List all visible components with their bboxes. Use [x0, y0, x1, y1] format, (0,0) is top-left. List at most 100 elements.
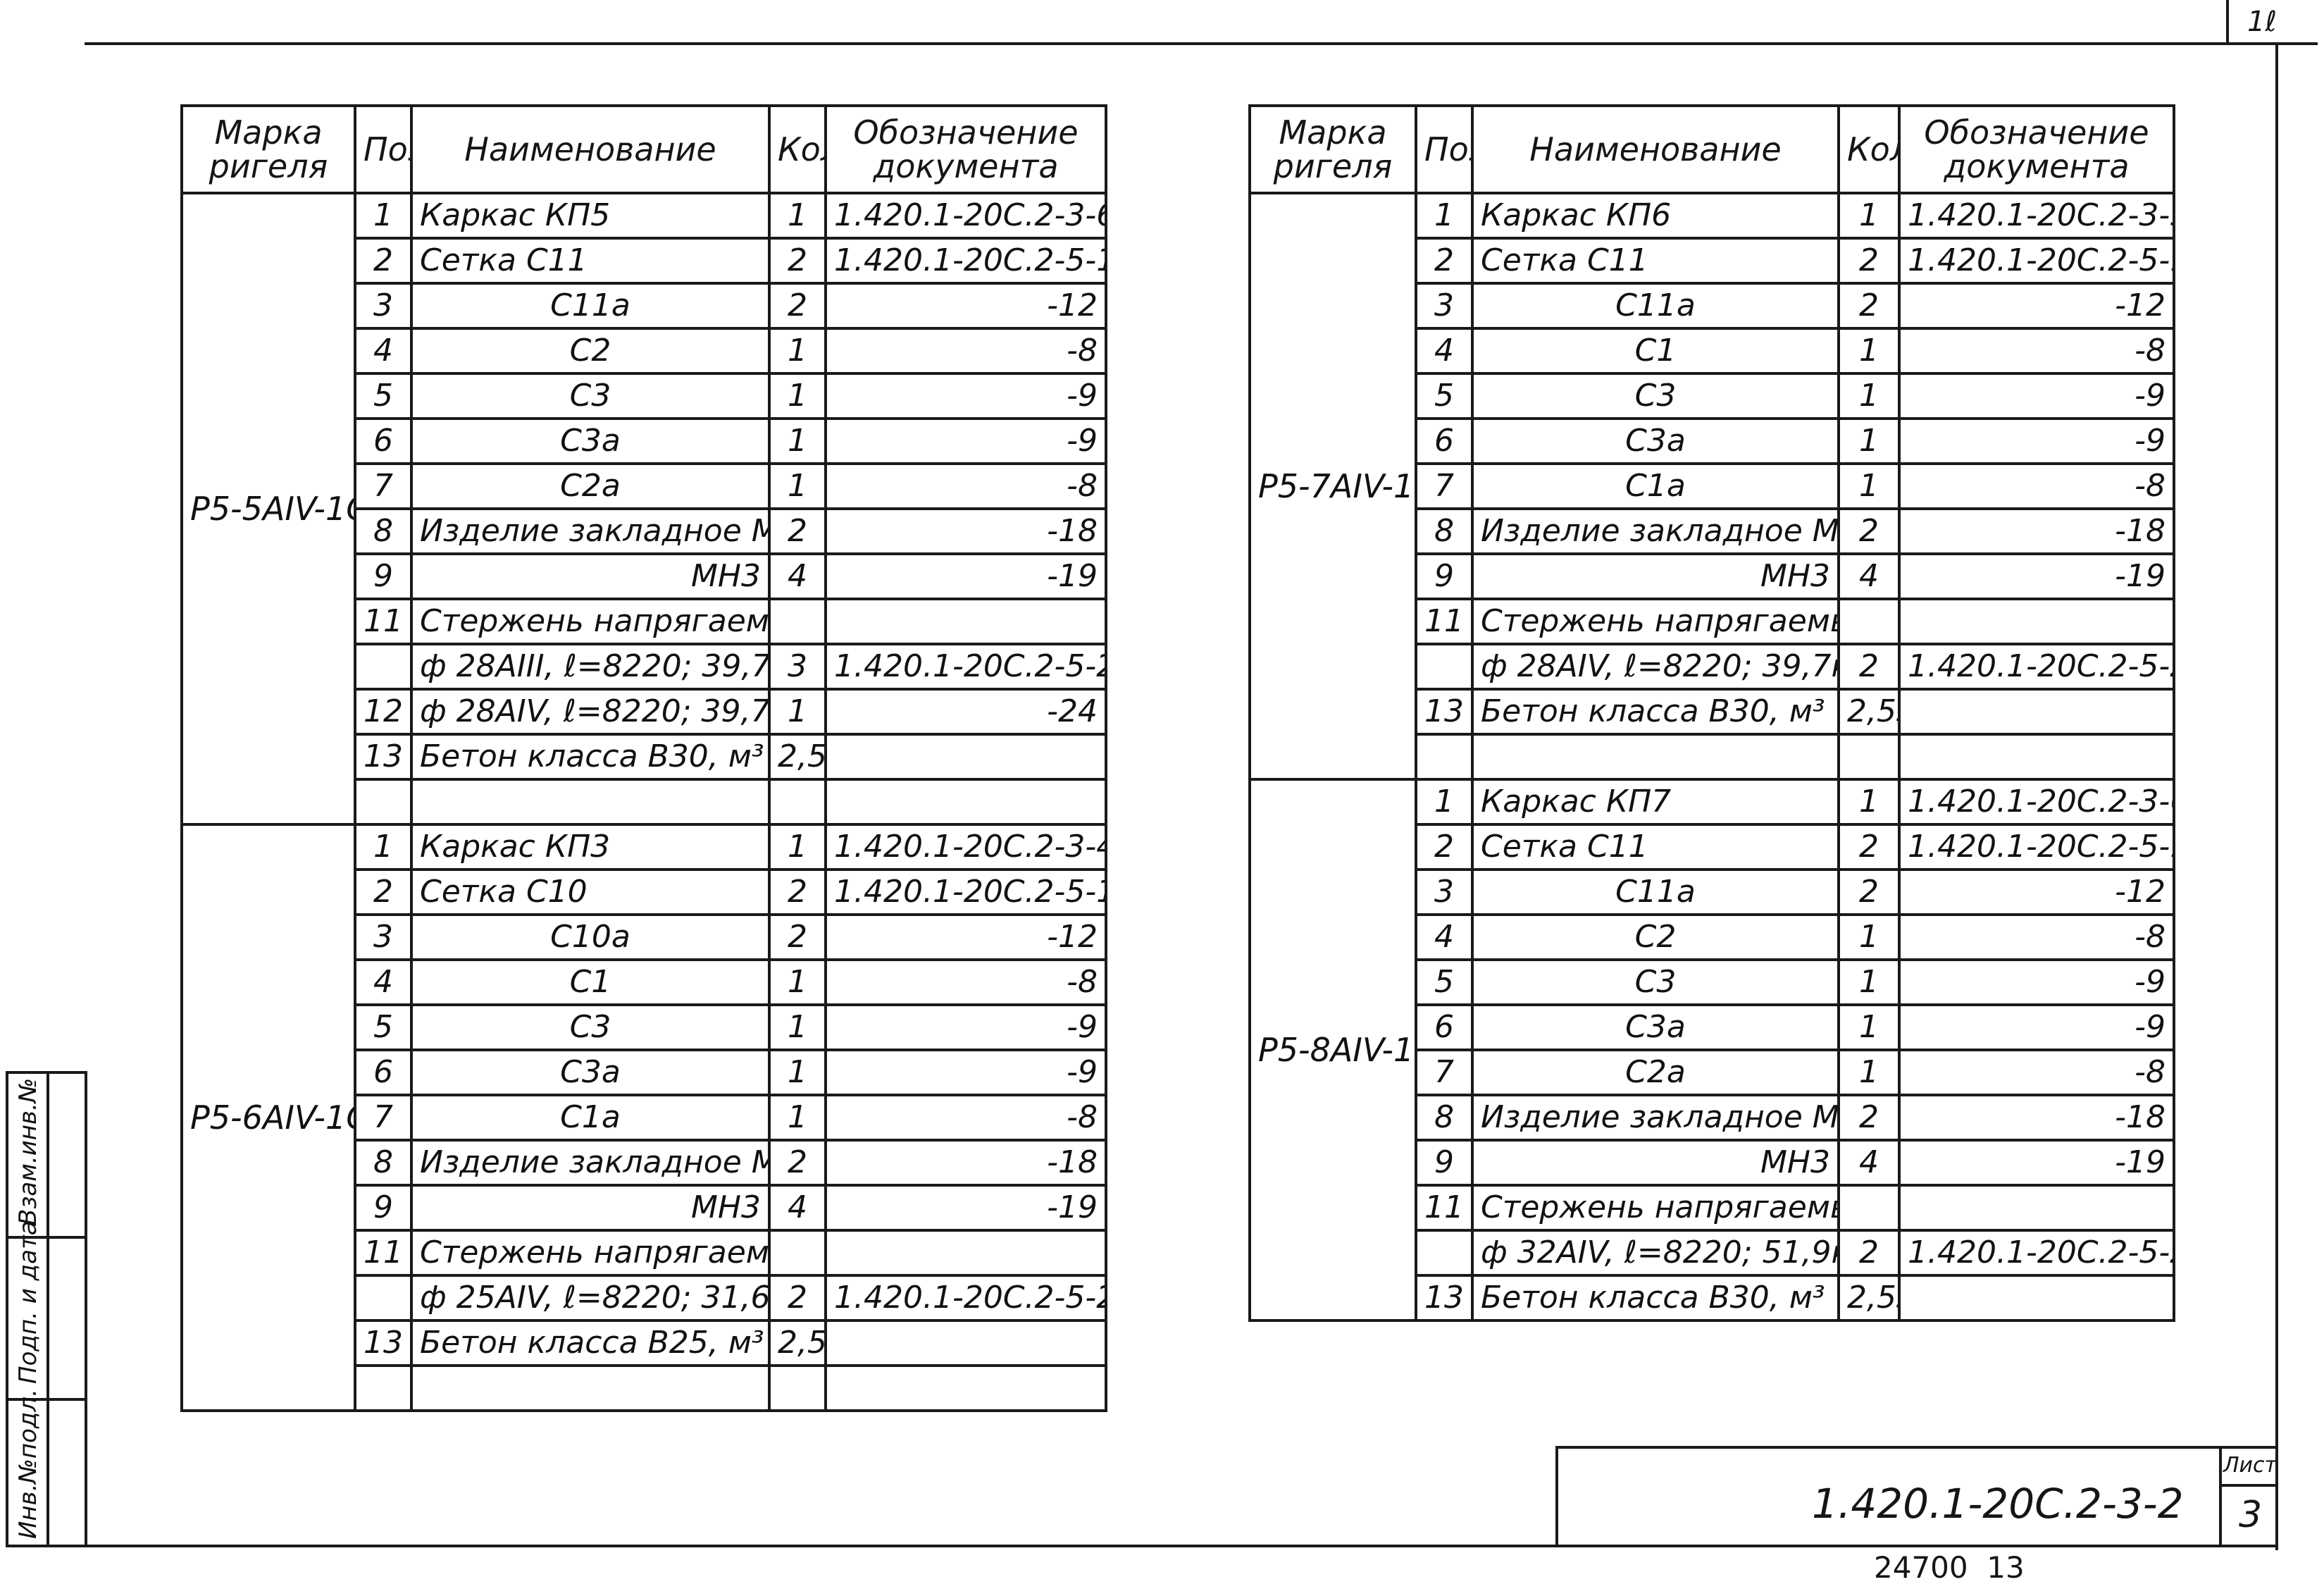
name-cell: ф 28АIV, ℓ=8220; 39,7кг: [410, 688, 771, 736]
doc-cell: 1.420.1-20С.2-5-24: [824, 643, 1107, 691]
doc-cell: -8: [1898, 327, 2175, 375]
header-name: Наименование: [410, 104, 771, 194]
qty-cell: 1: [768, 372, 827, 420]
position-cell: 8: [354, 507, 413, 555]
name-cell: С3а: [1471, 417, 1840, 465]
header-pos: Поз.: [354, 104, 413, 194]
name-cell: С1: [1471, 327, 1840, 375]
qty-cell: 4: [1837, 1139, 1901, 1187]
name-cell: МН3: [1471, 552, 1840, 600]
position-cell: 8: [1415, 1094, 1474, 1142]
position-cell: 11: [1415, 1184, 1474, 1232]
doc-cell: 1.420.1-20С.2-5-24: [1898, 643, 2175, 691]
name-cell: Бетон класса В30, м³: [1471, 1274, 1840, 1322]
right-frame-line: [2275, 42, 2278, 1550]
doc-cell: -9: [1898, 1003, 2175, 1051]
qty-cell: 1: [768, 958, 827, 1006]
qty-cell: 1: [1837, 327, 1901, 375]
table-row: [182, 778, 1107, 826]
position-cell: 5: [354, 1003, 413, 1051]
name-cell: С3а: [1471, 1003, 1840, 1051]
beam-mark: Р5-8АIV-1С: [1248, 778, 1417, 1322]
position-cell: 1: [1415, 192, 1474, 240]
doc-cell: -8: [824, 462, 1107, 510]
name-cell: Стержень напрягаемый: [410, 598, 771, 645]
doc-cell: -9: [824, 372, 1107, 420]
name-cell: [1471, 733, 1840, 781]
qty-cell: 1: [1837, 913, 1901, 961]
left-spec-table: Марка ригеля Поз. Наименование Кол. Обоз…: [180, 104, 1107, 1412]
beam-mark: Р5-7АIV-1С: [1248, 192, 1417, 781]
name-cell: МН3: [410, 1184, 771, 1232]
name-cell: Изделие закладное МН1: [410, 507, 771, 555]
inv-podl-label: Инв.№подл.: [14, 1389, 42, 1539]
doc-cell: [1898, 1274, 2175, 1322]
qty-cell: 1: [768, 823, 827, 871]
qty-cell: 2: [1837, 507, 1901, 555]
qty-cell: [768, 1229, 827, 1277]
position-cell: 9: [354, 552, 413, 600]
sheet-label: Лист: [2223, 1453, 2278, 1478]
position-cell: 13: [354, 733, 413, 781]
qty-cell: [768, 778, 827, 826]
doc-cell: -19: [824, 552, 1107, 600]
doc-cell: -19: [1898, 1139, 2175, 1187]
name-cell: Бетон класса В30, м³: [1471, 688, 1840, 736]
header-doc: Обозначение документа: [1898, 104, 2175, 194]
right-spec-table: Марка ригеля Поз. Наименование Кол. Обоз…: [1248, 104, 2175, 1322]
doc-cell: -12: [824, 913, 1107, 961]
qty-cell: 4: [768, 1184, 827, 1232]
doc-cell: -8: [824, 327, 1107, 375]
doc-cell: [1898, 598, 2175, 645]
doc-cell: 1.420.1-20С.2-3-6: [824, 192, 1107, 240]
doc-cell: -8: [1898, 1048, 2175, 1096]
position-cell: [1415, 733, 1474, 781]
position-cell: 4: [1415, 327, 1474, 375]
qty-cell: 1: [768, 1048, 827, 1096]
doc-cell: -9: [1898, 958, 2175, 1006]
position-cell: 5: [354, 372, 413, 420]
position-cell: [354, 1364, 413, 1412]
name-cell: ф 28АIV, ℓ=8220; 39,7кг: [1471, 643, 1840, 691]
qty-cell: 2: [768, 1139, 827, 1187]
qty-cell: [768, 1364, 827, 1412]
doc-cell: -18: [1898, 1094, 2175, 1142]
position-cell: 11: [1415, 598, 1474, 645]
qty-cell: 1: [1837, 958, 1901, 1006]
position-cell: 8: [354, 1139, 413, 1187]
name-cell: С3а: [410, 1048, 771, 1096]
archive-number: 24700 13: [1874, 1550, 2025, 1585]
qty-cell: 2: [768, 913, 827, 961]
qty-cell: 2: [1837, 643, 1901, 691]
position-cell: 1: [1415, 778, 1474, 826]
qty-cell: 1: [1837, 417, 1901, 465]
qty-cell: 1: [768, 327, 827, 375]
doc-cell: -8: [824, 958, 1107, 1006]
name-cell: С1: [410, 958, 771, 1006]
qty-cell: 1: [768, 688, 827, 736]
position-cell: 12: [354, 688, 413, 736]
position-cell: 4: [1415, 913, 1474, 961]
name-cell: МН3: [1471, 1139, 1840, 1187]
side-stamp: Инв.№подл. Подп. и дата Взам.инв.№: [6, 1071, 87, 1547]
position-cell: 2: [1415, 237, 1474, 285]
position-cell: [354, 778, 413, 826]
